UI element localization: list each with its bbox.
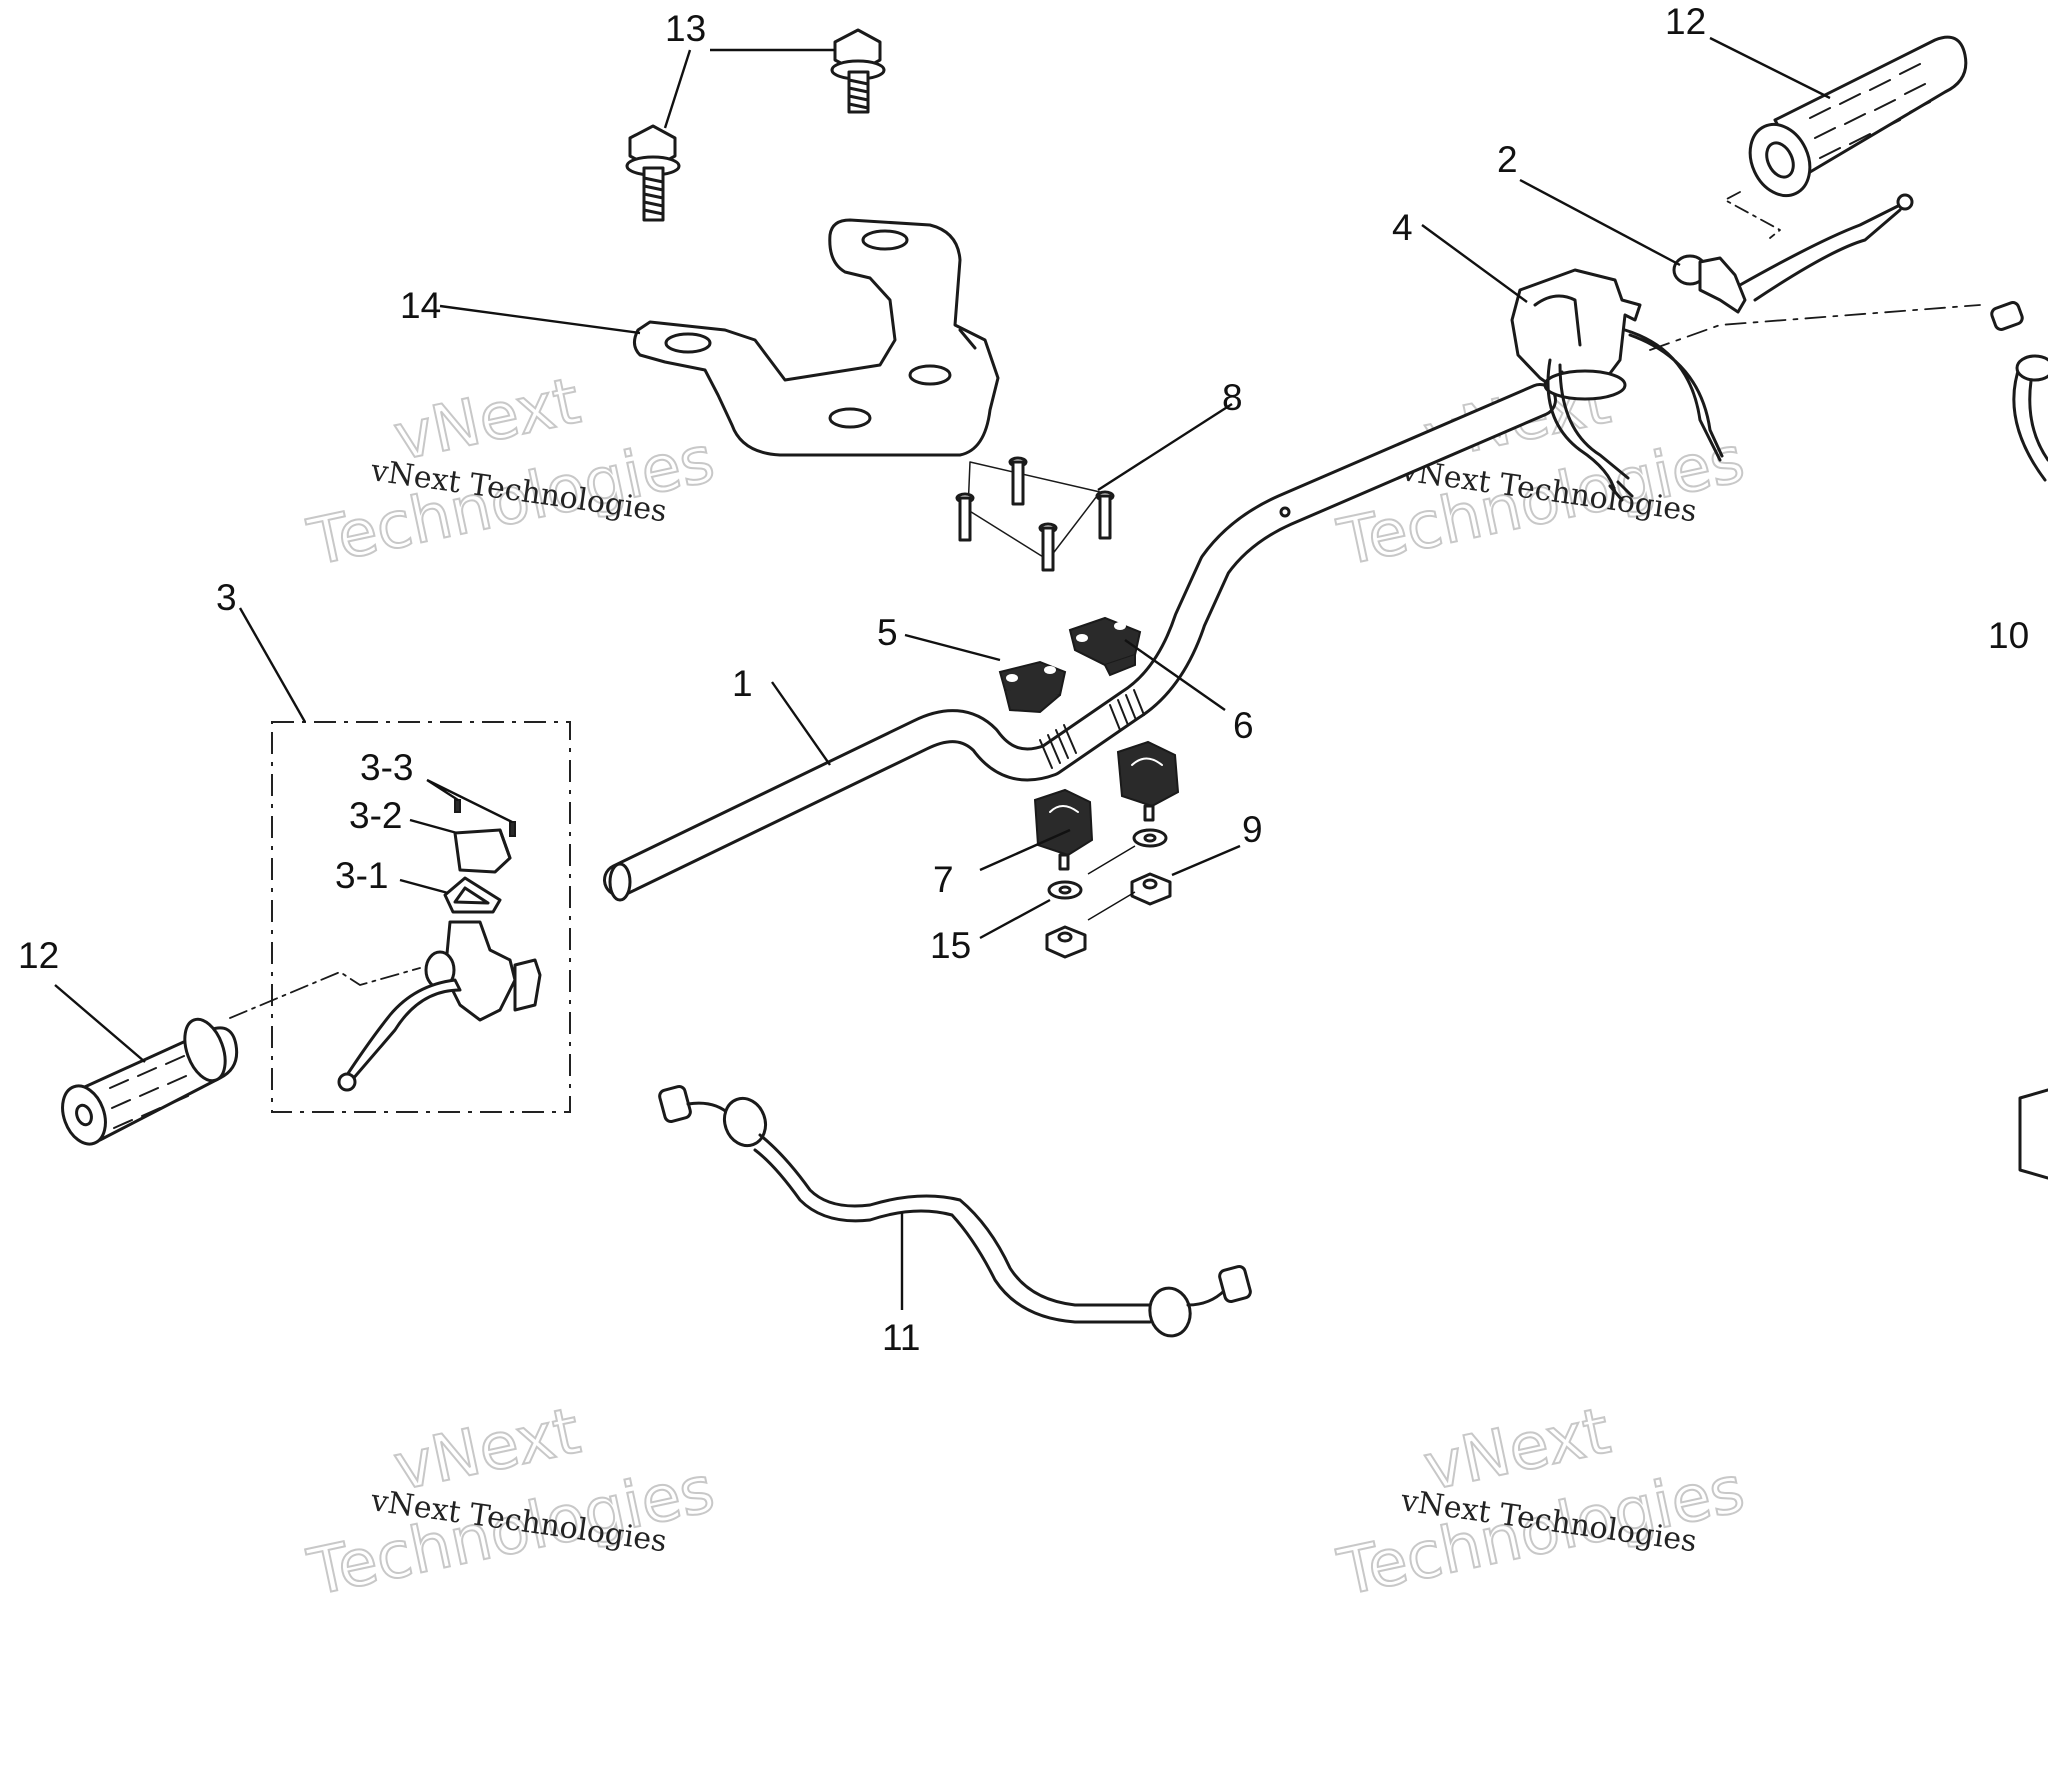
part-12-right-grip — [1724, 35, 1968, 239]
callout-10: 10 — [1988, 615, 2029, 656]
callout-12-left: 12 — [18, 935, 59, 976]
callout-5: 5 — [877, 612, 898, 653]
callout-1: 1 — [732, 663, 753, 704]
callout-15: 15 — [930, 925, 971, 966]
bolt — [830, 28, 886, 114]
callout-12-right: 12 — [1665, 1, 1706, 42]
watermark-bottom-right: vNext Technologies vNext Technologies — [1331, 1393, 1752, 1611]
part-10-cable — [1990, 301, 2048, 482]
part-3-1-gasket — [443, 876, 502, 914]
callout-8: 8 — [1222, 377, 1243, 418]
callout-3: 3 — [216, 577, 237, 618]
part-15-washers-nuts — [1045, 880, 1087, 959]
part-12-left-grip — [61, 1017, 239, 1146]
part-5-upper-clamp — [998, 660, 1067, 714]
watermark-top-left: vNext Technologies vNext Technologies — [301, 363, 722, 581]
callout-2: 2 — [1497, 139, 1518, 180]
part-3-2-cover — [453, 828, 512, 874]
part-13-bolts — [625, 28, 886, 222]
part-4-switch-housing — [1510, 268, 1724, 502]
brake-lever-body — [337, 920, 542, 1092]
part-1-handlebar — [603, 383, 1557, 902]
watermark-bottom-left: vNext Technologies vNext Technologies — [301, 1393, 722, 1611]
callout-3-3: 3-3 — [360, 747, 413, 788]
bolt — [625, 124, 681, 222]
callout-4: 4 — [1392, 207, 1413, 248]
callout-14: 14 — [400, 285, 441, 326]
callout-labels: 13 14 8 1 5 6 7 9 15 4 2 12 10 3 3-3 3-2… — [18, 1, 2029, 1358]
callout-7: 7 — [933, 859, 954, 900]
cropped-part-fragment — [2018, 1088, 2048, 1180]
part-8-bolts — [955, 456, 1115, 572]
part-14-bracket — [633, 218, 1000, 457]
callout-11: 11 — [882, 1317, 920, 1358]
callout-6: 6 — [1233, 705, 1254, 746]
part-11-cable-harness — [658, 1085, 1252, 1338]
leader-lines — [54, 36, 1831, 1310]
part-3-brake-lever-assembly — [229, 721, 571, 1113]
part-9-washers-nuts — [1130, 828, 1172, 906]
part-6-upper-clamp — [1068, 616, 1142, 677]
callout-3-2: 3-2 — [349, 795, 402, 836]
callout-13: 13 — [665, 8, 706, 49]
part-2-throttle-lever — [1649, 193, 1981, 351]
callout-3-1: 3-1 — [335, 855, 388, 896]
callout-9: 9 — [1242, 809, 1263, 850]
